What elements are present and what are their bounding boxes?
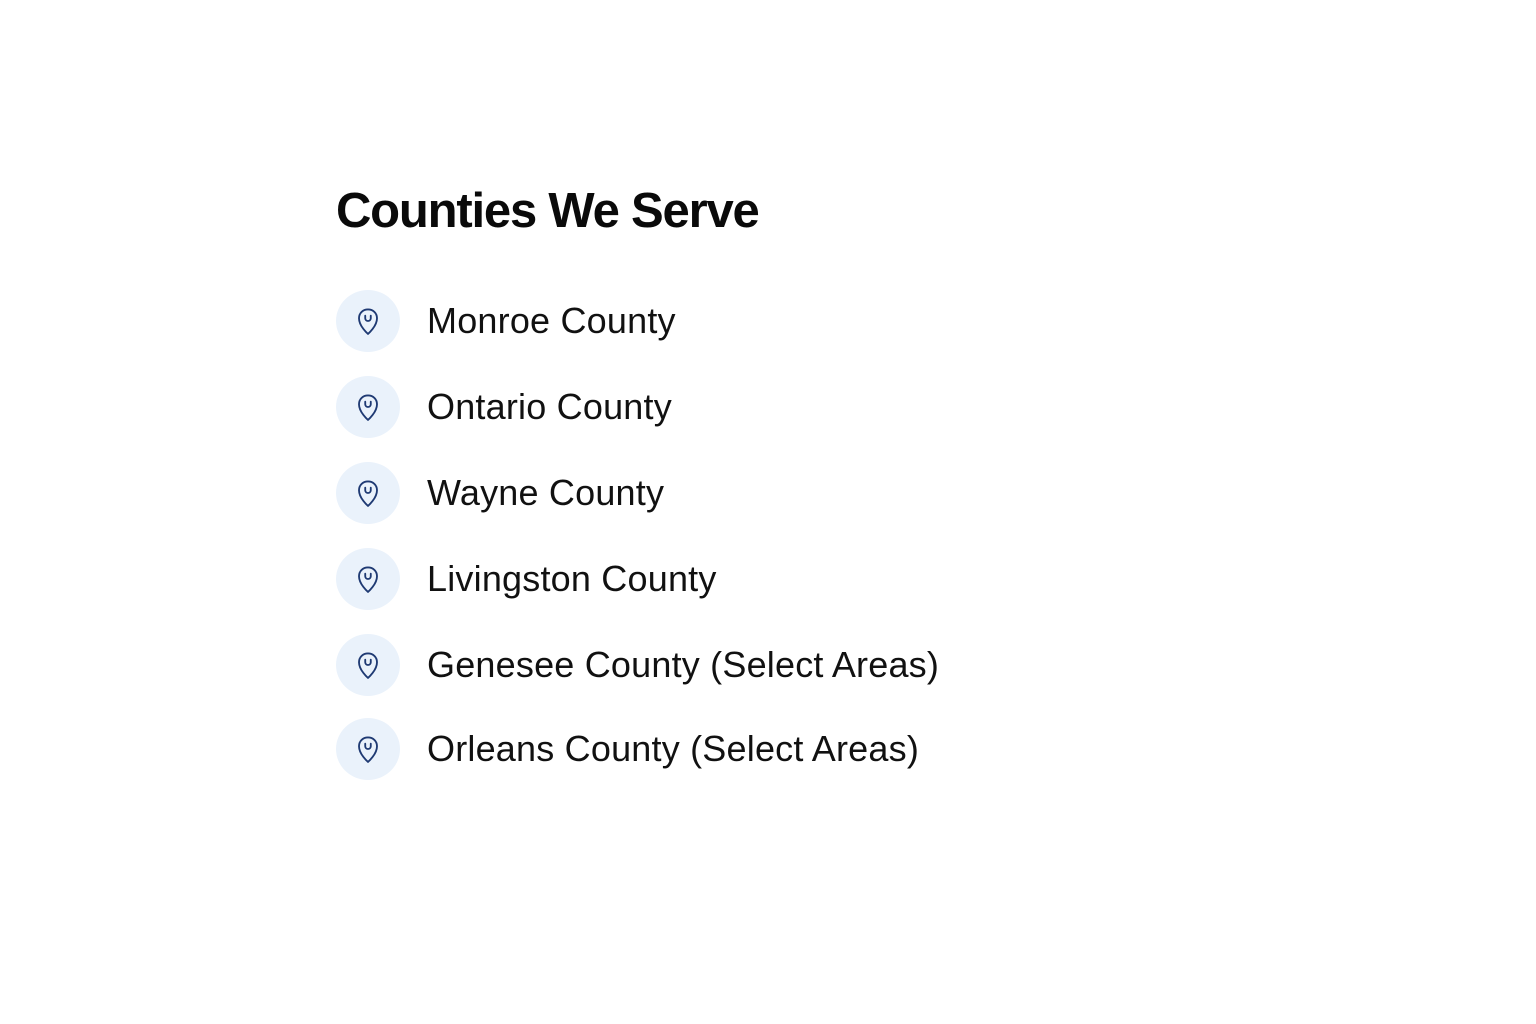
list-item: Wayne County (336, 462, 664, 524)
map-pin-icon (336, 462, 400, 524)
map-pin-icon (336, 548, 400, 610)
county-label: Orleans County (Select Areas) (427, 728, 920, 769)
map-pin-icon (336, 634, 400, 696)
county-label: Ontario County (427, 386, 672, 427)
list-item: Ontario County (336, 376, 672, 438)
county-label: Wayne County (427, 472, 665, 513)
list-item: Livingston County (336, 548, 717, 610)
map-pin-icon (336, 718, 400, 780)
county-label: Genesee County (Select Areas) (427, 644, 940, 685)
county-label: Monroe County (427, 300, 676, 341)
county-list: Monroe County Ontario County (336, 242, 1236, 882)
section-title: Counties We Serve (336, 184, 760, 238)
map-pin-icon (336, 376, 400, 438)
counties-section: Counties We Serve Monroe County (336, 180, 1236, 882)
list-item: Orleans County (Select Areas) (336, 718, 919, 780)
map-pin-icon (336, 290, 400, 352)
county-label: Livingston County (427, 558, 717, 599)
list-item: Genesee County (Select Areas) (336, 634, 939, 696)
list-item: Monroe County (336, 290, 676, 352)
